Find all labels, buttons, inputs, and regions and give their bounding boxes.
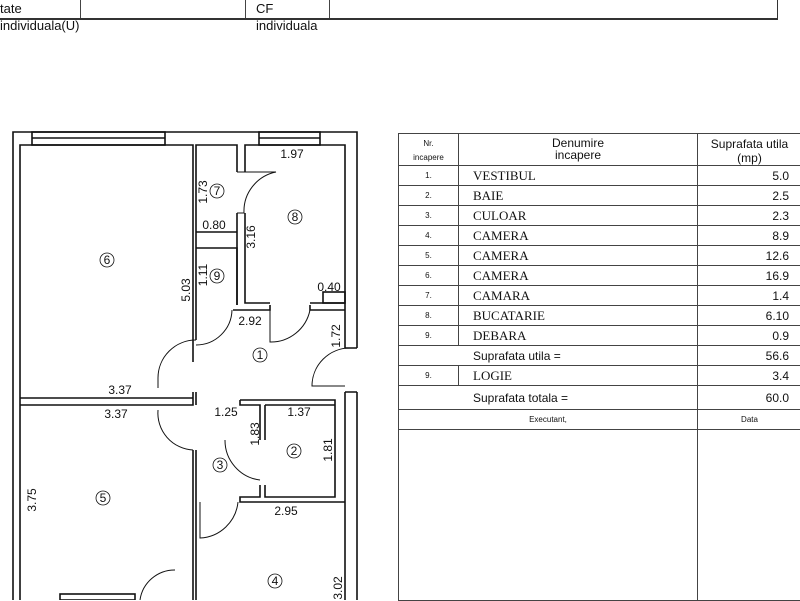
room-area: 12.6	[698, 246, 800, 266]
dimension-label: 2.92	[238, 314, 262, 328]
logia-row: 9. LOGIE 3.4	[399, 366, 800, 386]
executant-label: Executant,	[399, 410, 698, 430]
dimension-label: 1.37	[287, 405, 311, 419]
dimension-label: 0.40	[317, 280, 341, 294]
property-type-cell: tate individuala(U)	[0, 0, 81, 18]
header-area-line1: Suprafata utila	[711, 137, 788, 151]
room-name: BAIE	[459, 186, 698, 206]
room-nr: 9.	[399, 326, 459, 346]
dimension-label: 1.81	[321, 438, 335, 462]
total-area-label: Suprafata totala =	[399, 386, 698, 410]
room-name: CAMARA	[459, 286, 698, 306]
room-nr: 8.	[399, 306, 459, 326]
floor-plan: 1 2 3 4 5 6 7 8 9 1.97 1.73 0.80 3.16 1.…	[0, 120, 380, 600]
dimension-label: 0.80	[202, 218, 226, 232]
room-area: 6.10	[698, 306, 800, 326]
signature-header-row: Executant, Data	[399, 410, 800, 430]
room-number-8: 8	[292, 210, 299, 224]
header-nr-line2: incapere	[413, 153, 444, 162]
useful-area-label: Suprafata utila =	[399, 346, 698, 366]
room-name: VESTIBUL	[459, 166, 698, 186]
logia-nr: 9.	[399, 366, 459, 386]
room-name: CAMERA	[459, 226, 698, 246]
date-label: Data	[698, 410, 800, 430]
dimension-label: 3.02	[331, 576, 345, 600]
useful-area-row: Suprafata utila = 56.6	[399, 346, 800, 366]
header-nr: Nr. incapere	[399, 134, 459, 166]
cf-label-cell: CF individuala	[246, 0, 330, 18]
header-area-line2: (mp)	[737, 151, 762, 165]
header-nr-line1: Nr.	[423, 139, 433, 148]
room-name: CULOAR	[459, 206, 698, 226]
room-nr: 6.	[399, 266, 459, 286]
room-number-5: 5	[100, 491, 107, 505]
room-name: BUCATARIE	[459, 306, 698, 326]
dimension-label: 1.97	[280, 147, 304, 161]
room-number-4: 4	[272, 574, 279, 588]
empty-cell	[81, 0, 246, 18]
dimension-label: 3.16	[244, 225, 258, 249]
dimension-label: 1.25	[214, 405, 238, 419]
room-number-2: 2	[291, 444, 298, 458]
room-area: 5.0	[698, 166, 800, 186]
dimension-label: 1.73	[196, 180, 210, 204]
dimension-label: 3.75	[25, 488, 39, 512]
room-number-7: 7	[214, 184, 221, 198]
header-area: Suprafata utila(mp)	[698, 134, 800, 166]
room-number-6: 6	[104, 253, 111, 267]
room-number-3: 3	[217, 458, 224, 472]
dimension-label: 5.03	[179, 278, 193, 302]
dimension-label: 1.72	[329, 324, 343, 348]
useful-area-value: 56.6	[698, 346, 800, 366]
room-area: 16.9	[698, 266, 800, 286]
room-nr: 2.	[399, 186, 459, 206]
logia-name: LOGIE	[459, 366, 698, 386]
room-name: DEBARA	[459, 326, 698, 346]
signature-row	[399, 430, 800, 601]
room-name: CAMERA	[459, 246, 698, 266]
dimension-label: 3.37	[108, 383, 132, 397]
room-area: 2.3	[698, 206, 800, 226]
room-number-1: 1	[257, 348, 264, 362]
dimension-label: 1.83	[248, 422, 262, 446]
room-nr: 4.	[399, 226, 459, 246]
room-nr: 7.	[399, 286, 459, 306]
room-area: 8.9	[698, 226, 800, 246]
total-area-row: Suprafata totala = 60.0	[399, 386, 800, 410]
room-area: 0.9	[698, 326, 800, 346]
room-name: CAMERA	[459, 266, 698, 286]
dimension-label: 3.37	[104, 407, 128, 421]
room-nr: 3.	[399, 206, 459, 226]
total-area-value: 60.0	[698, 386, 800, 410]
room-nr: 5.	[399, 246, 459, 266]
dimension-label: 1.11	[196, 263, 210, 286]
room-number-9: 9	[214, 269, 221, 283]
room-area: 2.5	[698, 186, 800, 206]
logia-area: 3.4	[698, 366, 800, 386]
executant-signature-cell	[399, 430, 698, 601]
dimension-label: 2.95	[274, 504, 298, 518]
header-name-line2: incapere	[555, 148, 601, 162]
room-area: 1.4	[698, 286, 800, 306]
date-cell	[698, 430, 800, 601]
header-info-table: tate individuala(U) CF individuala	[0, 0, 778, 20]
room-nr: 1.	[399, 166, 459, 186]
